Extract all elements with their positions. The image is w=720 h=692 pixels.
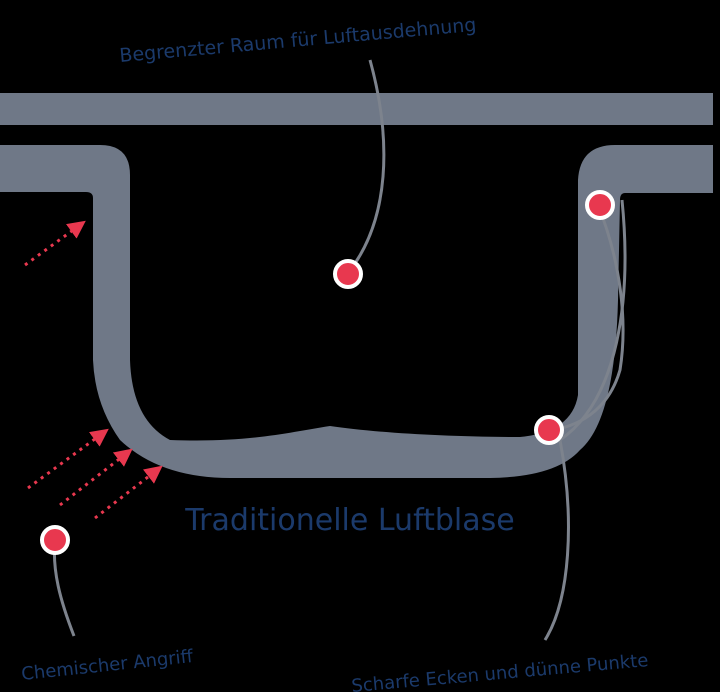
dotted-arrow-icon bbox=[24, 220, 163, 520]
blister-film bbox=[0, 145, 713, 478]
lidding-foil bbox=[0, 93, 713, 125]
label-bottom-right: Scharfe Ecken und dünne Punkte bbox=[351, 650, 650, 692]
callout-dot-icon bbox=[40, 190, 615, 555]
label-center: Traditionelle Luftblase bbox=[184, 503, 514, 538]
label-bottom-left: Chemischer Angriff bbox=[20, 646, 194, 685]
leader-line-top bbox=[346, 59, 386, 274]
label-top: Begrenzter Raum für Luftausdehnung bbox=[119, 14, 478, 67]
